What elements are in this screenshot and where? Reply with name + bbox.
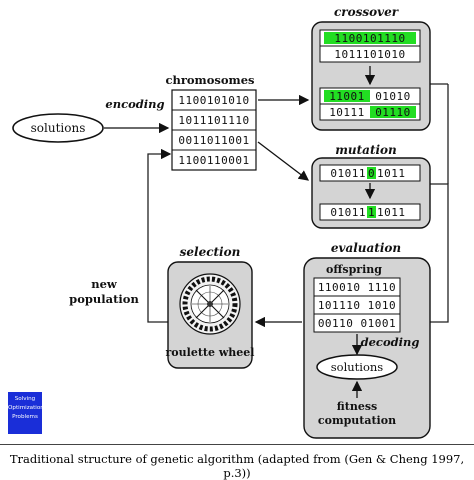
crossover-bits: 01010 — [375, 90, 411, 103]
crossover-top-pair: 1100101110 1011101010 — [319, 29, 421, 63]
to-mutation-arrow — [257, 141, 310, 181]
crossover-highlight — [324, 32, 416, 44]
mutation-label: mutation — [335, 143, 397, 157]
figure-caption: Traditional structure of genetic algorit… — [9, 452, 465, 480]
mutation-bits: 01011 — [330, 206, 366, 219]
decoding-label: decoding — [361, 335, 420, 349]
chromosome-row: 1011101110 — [178, 114, 249, 127]
chromosomes-label: chromosomes — [165, 73, 254, 87]
selection-label: selection — [180, 245, 241, 259]
crossover-bits: 11001 — [329, 90, 365, 103]
caption-divider — [0, 444, 474, 445]
mutation-highlight — [367, 167, 376, 179]
offspring-label: offspring — [326, 263, 382, 276]
offspring-row: 101110 1010 — [318, 299, 396, 312]
crossover-bits: 1100101110 — [334, 32, 405, 45]
crossover-highlight — [324, 90, 370, 102]
chromosome-table: 1100101010 1011101110 0011011001 1100110… — [171, 89, 257, 171]
solutions-left-ellipse — [12, 113, 104, 143]
crossover-bits: 01110 — [375, 106, 411, 119]
offspring-row: 00110 01001 — [318, 317, 396, 330]
chromosome-row: 0011011001 — [178, 134, 249, 147]
mutation-before: 01011 0 1011 — [319, 164, 421, 182]
roulette-wheel-icon — [179, 273, 241, 335]
mutation-bits: 1011 — [377, 206, 406, 219]
roulette-label: roulette wheel — [166, 346, 255, 359]
chromosome-row: 1100101010 — [178, 94, 249, 107]
chromosome-row: 1100110001 — [178, 154, 249, 167]
solutions-eval-label: solutions — [331, 360, 384, 374]
evaluation-label: evaluation — [331, 241, 401, 255]
crossover-bits: 10111 — [329, 106, 365, 119]
mutation-highlight — [367, 206, 376, 218]
mutation-bits: 1011 — [377, 167, 406, 180]
solutions-eval-ellipse — [316, 354, 398, 380]
crossover-bits: 1011101010 — [334, 48, 405, 61]
fitness-label: fitness — [337, 400, 377, 413]
population-label: population — [69, 292, 139, 306]
badge-line: Optimization — [8, 405, 44, 411]
computation-label: computation — [318, 414, 396, 427]
offspring-row: 110010 1110 — [318, 281, 396, 294]
mutation-after: 01011 1 1011 — [319, 203, 421, 221]
mutation-bits: 0 — [368, 167, 375, 180]
solving-optimization-badge: Solving Optimization Problems — [8, 392, 44, 434]
mutation-bits: 1 — [368, 206, 375, 219]
crossover-bottom-pair: 11001 01010 10111 01110 — [319, 87, 421, 121]
loop-line — [428, 183, 449, 323]
mutation-bits: 01011 — [330, 167, 366, 180]
crossover-highlight — [370, 106, 416, 118]
offspring-table: 110010 1110 101110 1010 00110 01001 — [313, 277, 401, 333]
badge-line: Solving — [14, 396, 36, 402]
solutions-left-label: solutions — [31, 121, 86, 135]
crossover-label: crossover — [334, 5, 400, 19]
badge-line: Problems — [12, 414, 38, 420]
encoding-label: encoding — [105, 97, 164, 111]
new-label: new — [91, 277, 118, 291]
